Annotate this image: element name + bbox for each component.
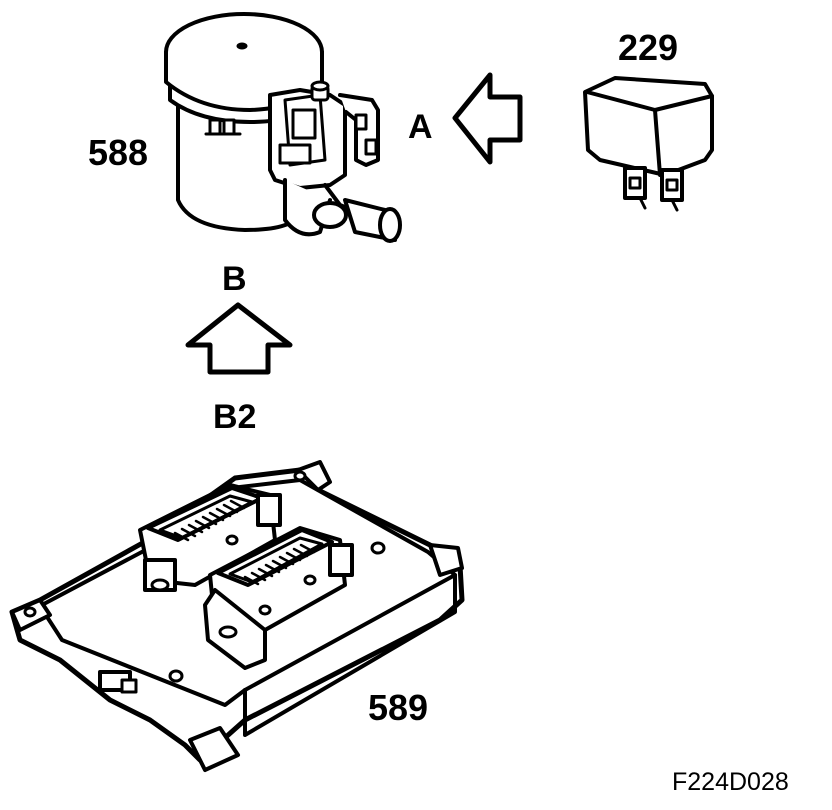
component-588-label: 588	[88, 132, 149, 173]
view-b-label: B	[222, 260, 247, 298]
component-589-label: 589	[368, 687, 429, 728]
arrow-up-icon	[185, 302, 293, 375]
arrow-left-icon	[452, 72, 523, 165]
view-a-label: A	[408, 108, 433, 146]
relay-icon	[583, 76, 714, 212]
solenoid-valve-icon	[164, 12, 402, 243]
component-229-label: 229	[618, 27, 679, 68]
connector-b2-label: B2	[213, 398, 257, 436]
control-module-icon	[9, 460, 465, 772]
figure-reference: F224D028	[672, 768, 789, 796]
